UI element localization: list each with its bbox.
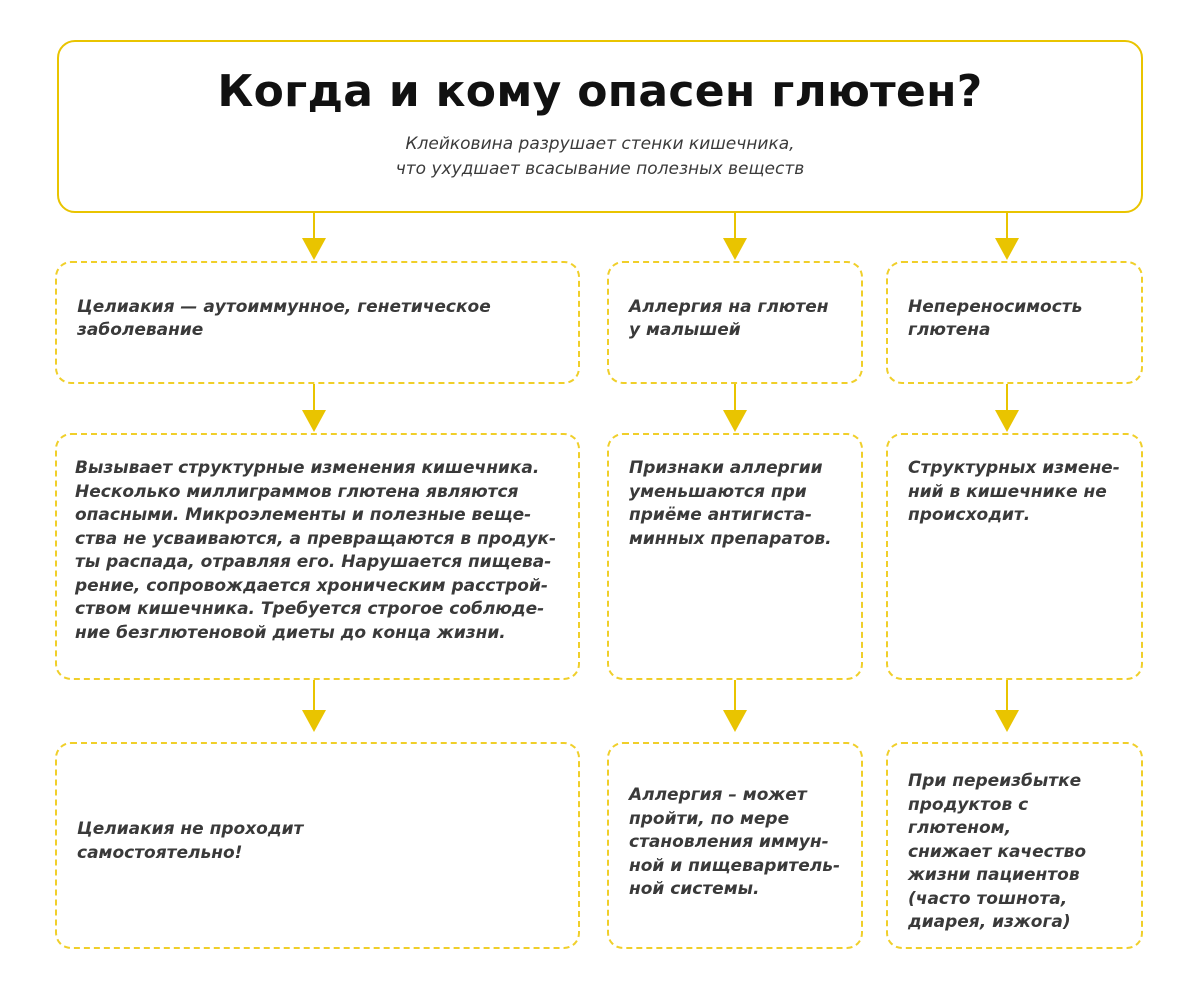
category-allergy-box: Аллергия на глютен у малышей [607, 261, 863, 384]
category-intolerance-text: Непереносимость глютена [908, 296, 1083, 340]
arrow-head [723, 238, 747, 260]
page-title: Когда и кому опасен глютен? [217, 66, 983, 117]
arrow-head [723, 710, 747, 732]
description-celiac-box: Вызывает структурные изменения кишечника… [55, 433, 580, 680]
arrow-head [302, 710, 326, 732]
description-celiac-text: Вызывает структурные изменения кишечника… [75, 458, 557, 643]
arrow-head [995, 410, 1019, 432]
description-allergy-box: Признаки аллергии уменьшаются при приёме… [607, 433, 863, 680]
subtitle-line-2: что ухудшает всасывание полезных веществ [395, 159, 805, 179]
description-intolerance-box: Структурных измене- ний в кишечнике не п… [886, 433, 1143, 680]
subtitle: Клейковина разрушает стенки кишечника, ч… [59, 132, 1141, 182]
outcome-celiac-text: Целиакия не проходит самостоятельно! [77, 819, 304, 863]
outcome-celiac-box: Целиакия не проходит самостоятельно! [55, 742, 580, 949]
description-intolerance-text: Структурных измене- ний в кишечнике не п… [908, 458, 1120, 525]
category-intolerance-box: Непереносимость глютена [886, 261, 1143, 384]
outcome-intolerance-text: При переизбытке продуктов с глютеном, сн… [908, 771, 1087, 932]
arrow-head [995, 238, 1019, 260]
description-allergy-text: Признаки аллергии уменьшаются при приёме… [629, 458, 832, 549]
arrow-head [302, 410, 326, 432]
category-allergy-text: Аллергия на глютен у малышей [629, 296, 829, 340]
arrow-head [723, 410, 747, 432]
category-celiac-box: Целиакия — аутоиммунное, генетическое за… [55, 261, 580, 384]
outcome-allergy-text: Аллергия – может пройти, по мере становл… [629, 785, 841, 899]
outcome-allergy-box: Аллергия – может пройти, по мере становл… [607, 742, 863, 949]
category-celiac-text: Целиакия — аутоиммунное, генетическое за… [77, 296, 491, 340]
arrow-head [995, 710, 1019, 732]
header-box: Когда и кому опасен глютен? Клейковина р… [57, 40, 1143, 213]
subtitle-line-1: Клейковина разрушает стенки кишечника, [405, 134, 795, 154]
arrow-head [302, 238, 326, 260]
outcome-intolerance-box: При переизбытке продуктов с глютеном, сн… [886, 742, 1143, 949]
